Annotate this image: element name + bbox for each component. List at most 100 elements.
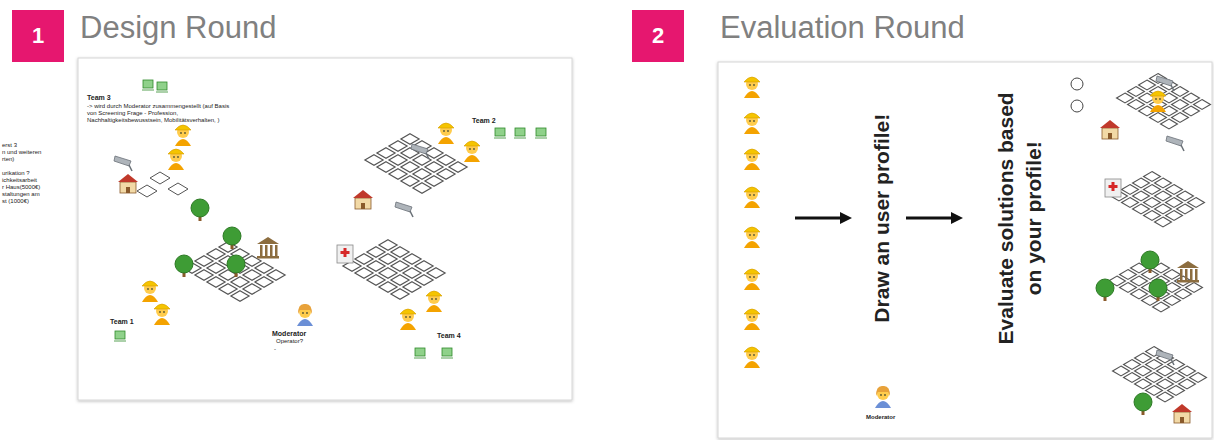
money-icon: [514, 138, 526, 139]
grid-cell: [1144, 185, 1161, 195]
note-fragment: erst 3: [2, 142, 17, 149]
person-eye: [443, 130, 445, 132]
grid-cell: [231, 277, 249, 288]
person-eye: [753, 194, 755, 196]
tree-crown: [223, 227, 241, 245]
grid-cell: [1161, 119, 1178, 129]
grid-cell: [1177, 204, 1194, 214]
camera-mount: [129, 165, 132, 171]
museum-column: [275, 245, 278, 256]
grid-cell: [1135, 366, 1152, 376]
money-icon: [441, 358, 453, 359]
person-helmet: [175, 125, 191, 130]
house-wall: [120, 182, 136, 193]
note-fragment: r Haus(5000€): [2, 184, 40, 191]
person-helmet: [426, 291, 442, 296]
grid-cell: [1166, 211, 1183, 221]
house-door: [361, 203, 365, 209]
grid-cell: [255, 277, 273, 288]
person-eye: [180, 132, 182, 134]
grid-cell: [403, 282, 421, 293]
person-eye: [447, 130, 449, 132]
grid-cell: [1133, 204, 1150, 214]
person-eye: [749, 156, 751, 158]
camera-icon: [1166, 136, 1183, 146]
grid-cell: [389, 155, 407, 166]
step-number: 1: [12, 10, 64, 62]
museum-column: [1190, 269, 1193, 280]
person-helmet: [438, 123, 454, 128]
note-fragment: st (1000€): [2, 198, 29, 205]
grid-cell: [403, 254, 421, 265]
person-eye: [405, 316, 407, 318]
person-helmet: [744, 187, 760, 192]
person-eye: [749, 84, 751, 86]
grid-cell: [1183, 106, 1200, 116]
grid-cell: [1157, 392, 1174, 402]
grid-cell: [1164, 270, 1181, 280]
house-wall: [355, 198, 371, 209]
tree-crown: [1134, 393, 1152, 411]
grid-cell: [1172, 113, 1189, 123]
grid-cell: [427, 268, 445, 279]
person-eye: [163, 311, 165, 313]
person-eye: [753, 120, 755, 122]
grid-cell: [1190, 373, 1207, 383]
person-eye: [1155, 98, 1157, 100]
house-door: [1108, 133, 1112, 139]
tree-crown: [1096, 279, 1114, 297]
grid-cell: [1175, 289, 1192, 299]
grid-cell: [367, 275, 385, 286]
grid-cell: [1150, 87, 1167, 97]
grid-cell: [1122, 198, 1139, 208]
grid-cell: [403, 268, 421, 279]
note-fragment: urikation ?: [2, 170, 30, 177]
round-title: Evaluation Round: [720, 10, 965, 46]
person-eye: [159, 311, 161, 313]
grid-cell: [1122, 185, 1139, 195]
grid-cell: [1131, 276, 1148, 286]
option-circle: [1071, 78, 1083, 90]
person-eye: [753, 84, 755, 86]
grid-cell: [207, 277, 225, 288]
person-body: [154, 318, 170, 325]
grid-cell: [377, 148, 395, 159]
money-icon: [535, 138, 547, 139]
person-helmet: [744, 149, 760, 154]
person-eye: [473, 148, 475, 150]
hospital-building: [337, 245, 353, 263]
grid-cell: [1124, 360, 1141, 370]
grid-cell: [1128, 100, 1145, 110]
grid-cell: [1186, 283, 1203, 293]
person-body: [168, 163, 184, 170]
person-body: [400, 323, 416, 330]
grid-cell: [377, 162, 395, 173]
person-body: [297, 319, 313, 326]
grid-cell: [195, 256, 213, 267]
note-fragment: ichkeitsarbeit: [2, 177, 37, 184]
money-icon: [415, 348, 425, 356]
grid-cell: [379, 254, 397, 265]
camera-icon: [1156, 76, 1173, 86]
person-body: [744, 127, 760, 134]
grid-cell: [413, 169, 431, 180]
person-body: [744, 91, 760, 98]
museum-roof: [257, 237, 279, 244]
person-helmet: [744, 269, 760, 274]
person-hair: [876, 386, 890, 396]
camera-mount: [410, 211, 413, 217]
note-fragment: staltungen am: [2, 191, 40, 198]
person-eye: [173, 156, 175, 158]
grid-cell: [1179, 379, 1196, 389]
museum-column: [1185, 269, 1188, 280]
person-body: [744, 241, 760, 248]
person-helmet: [142, 281, 158, 286]
person-eye: [753, 234, 755, 236]
person-eye: [753, 354, 755, 356]
team-label: Team 2: [472, 117, 496, 125]
grid-cell: [1153, 302, 1170, 312]
person-eye: [880, 394, 882, 396]
person-eye: [151, 288, 153, 290]
grid-cell: [389, 141, 407, 152]
grid-cell: [1172, 87, 1189, 97]
